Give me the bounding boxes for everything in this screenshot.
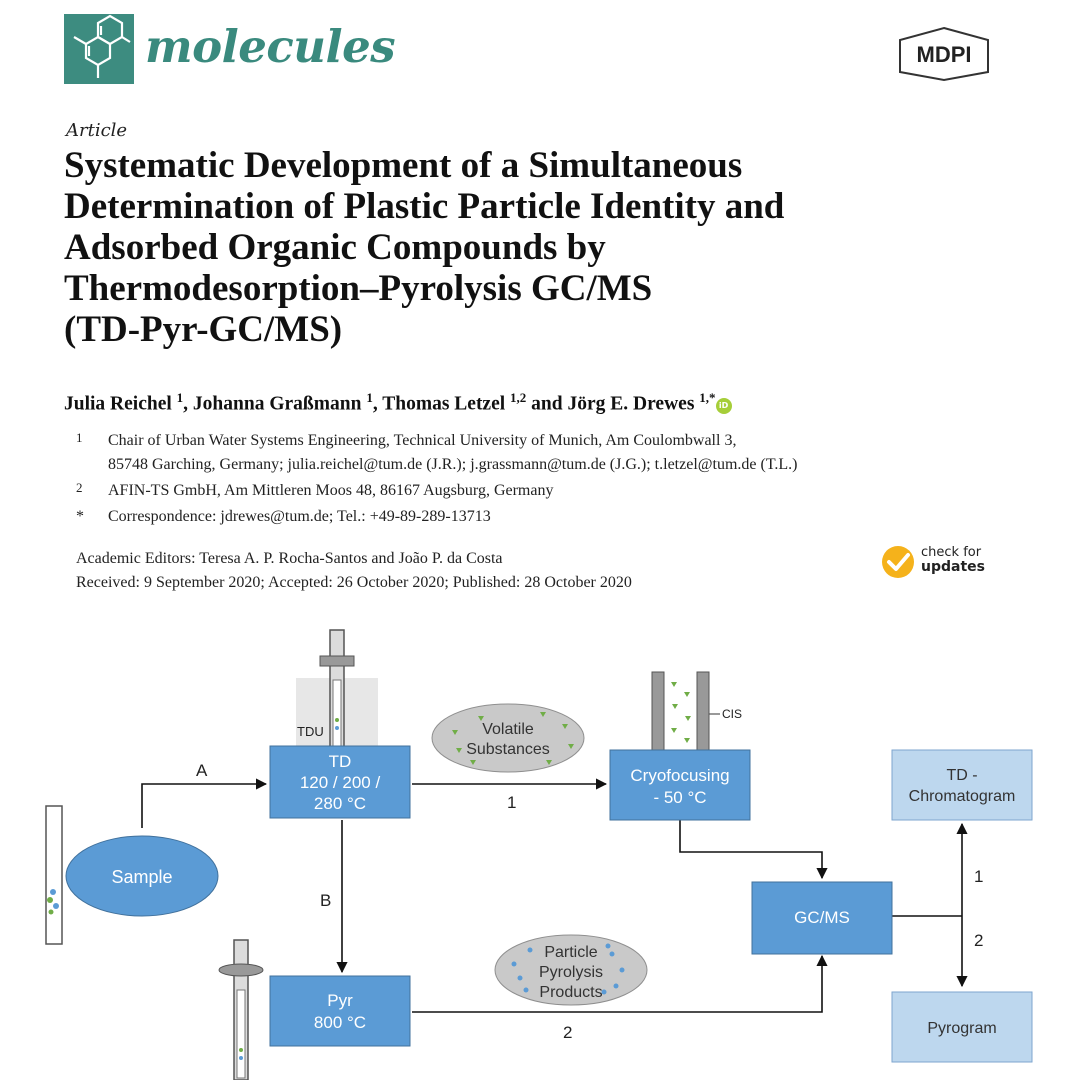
correspondence-line: Correspondence: jdrewes@tum.de; Tel.: +4…	[108, 508, 491, 525]
author-affiliation: 1	[176, 390, 184, 405]
td-chromatogram-box	[891, 749, 1033, 821]
volatile-line: Substances	[466, 741, 550, 758]
title-line: Systematic Development of a Simultaneous	[64, 145, 743, 186]
td-line: 280 °C	[314, 794, 366, 813]
arrow-label-b: B	[320, 891, 331, 910]
author-affiliation: 1,2	[510, 390, 527, 405]
title-line: Adsorbed Organic Compounds by	[64, 227, 606, 268]
author-joiner: ,	[183, 393, 193, 415]
particle-dots-icon	[511, 943, 625, 995]
volatile-line: Volatile	[482, 721, 534, 738]
particle-products-ellipse	[494, 934, 648, 1006]
affiliation-mark: 2	[76, 480, 83, 495]
tdu-apparatus-icon	[296, 629, 378, 749]
pyr-line: 800 °C	[314, 1013, 366, 1032]
arrow-label-right-1: 1	[974, 867, 983, 886]
mdpi-logo-text: MDPI	[917, 42, 972, 67]
gcms-box	[751, 881, 893, 955]
particle-line: Pyrolysis	[539, 964, 603, 981]
particle-line: Particle	[544, 944, 597, 961]
author-joiner: ,	[372, 393, 383, 415]
affiliation-mark: *	[76, 508, 84, 525]
cryofocusing-box	[609, 749, 751, 821]
pyr-line: Pyr	[327, 991, 353, 1010]
author-affiliation: 1,*	[699, 390, 716, 405]
title-line: Determination of Plastic Particle Identi…	[64, 186, 785, 227]
chromatogram-line: Chromatogram	[909, 788, 1016, 805]
cryo-line: Cryofocusing	[630, 766, 729, 785]
affiliation-line: AFIN-TS GmbH, Am Mittleren Moos 48, 8616…	[108, 482, 554, 499]
pyrogram-label: Pyrogram	[927, 1020, 996, 1037]
arrow-a	[141, 778, 268, 828]
workflow-diagram: TDU CIS Volatile Substances Particle Pyr…	[45, 629, 1033, 1080]
volatile-substances-ellipse	[431, 703, 585, 773]
affiliation-mark: 1	[76, 430, 83, 445]
arrow-label-1: 1	[507, 793, 516, 812]
author-joiner: and	[526, 393, 568, 415]
td-line: 120 / 200 /	[300, 773, 381, 792]
author-name: Julia Reichel	[64, 393, 172, 415]
arrow-2	[412, 954, 828, 1013]
arrow-label-right-2: 2	[974, 931, 983, 950]
article-type: Article	[66, 120, 128, 141]
sample-ellipse	[65, 835, 219, 917]
sample-tube-icon	[45, 805, 63, 945]
title-line: (TD-Pyr-GC/MS)	[64, 309, 343, 350]
academic-editors: Academic Editors: Teresa A. P. Rocha-San…	[76, 550, 503, 567]
td-line: TD	[329, 752, 352, 771]
affiliation-line: Chair of Urban Water Systems Engineering…	[108, 432, 737, 449]
pyrogram-box	[891, 991, 1033, 1063]
tdu-label: TDU	[297, 724, 324, 739]
author-list: Julia Reichel 1, Johanna Graßmann 1, Tho…	[64, 390, 732, 416]
gcms-label: GC/MS	[794, 908, 850, 927]
arrow-cryo-gcms	[679, 820, 828, 880]
sample-label: Sample	[111, 867, 172, 887]
article-title: Systematic Development of a Simultaneous…	[64, 145, 964, 350]
journal-logo-icon	[64, 14, 134, 84]
mdpi-logo-icon: MDPI	[896, 26, 992, 82]
cis-label: CIS	[722, 707, 742, 721]
journal-name: molecules	[145, 20, 396, 73]
author-name: Thomas Letzel	[382, 393, 506, 415]
check-for-updates-icon[interactable]	[880, 544, 916, 580]
cis-apparatus-icon	[651, 671, 720, 751]
check-updates-line2: updates	[921, 559, 985, 575]
orcid-icon[interactable]: iD	[715, 397, 732, 414]
cryo-line: - 50 °C	[653, 788, 706, 807]
affiliation-line: 85748 Garching, Germany; julia.reichel@t…	[108, 456, 798, 473]
author-name: Jörg E. Drewes	[567, 393, 695, 415]
pyrolyzer-apparatus-icon	[218, 939, 264, 1080]
check-for-updates-link[interactable]: check for updates	[921, 545, 985, 575]
particle-line: Products	[539, 984, 602, 1001]
chromatogram-line: TD -	[946, 767, 977, 784]
pyr-box	[269, 975, 411, 1047]
td-box	[269, 745, 411, 819]
title-line: Thermodesorption–Pyrolysis GC/MS	[64, 268, 653, 309]
author-affiliation: 1	[366, 390, 373, 405]
arrow-label-2: 2	[563, 1023, 572, 1042]
author-name: Johanna Graßmann	[192, 393, 362, 415]
publication-dates: Received: 9 September 2020; Accepted: 26…	[76, 574, 632, 591]
check-updates-line1: check for	[921, 545, 982, 560]
arrow-label-a: A	[196, 761, 208, 780]
